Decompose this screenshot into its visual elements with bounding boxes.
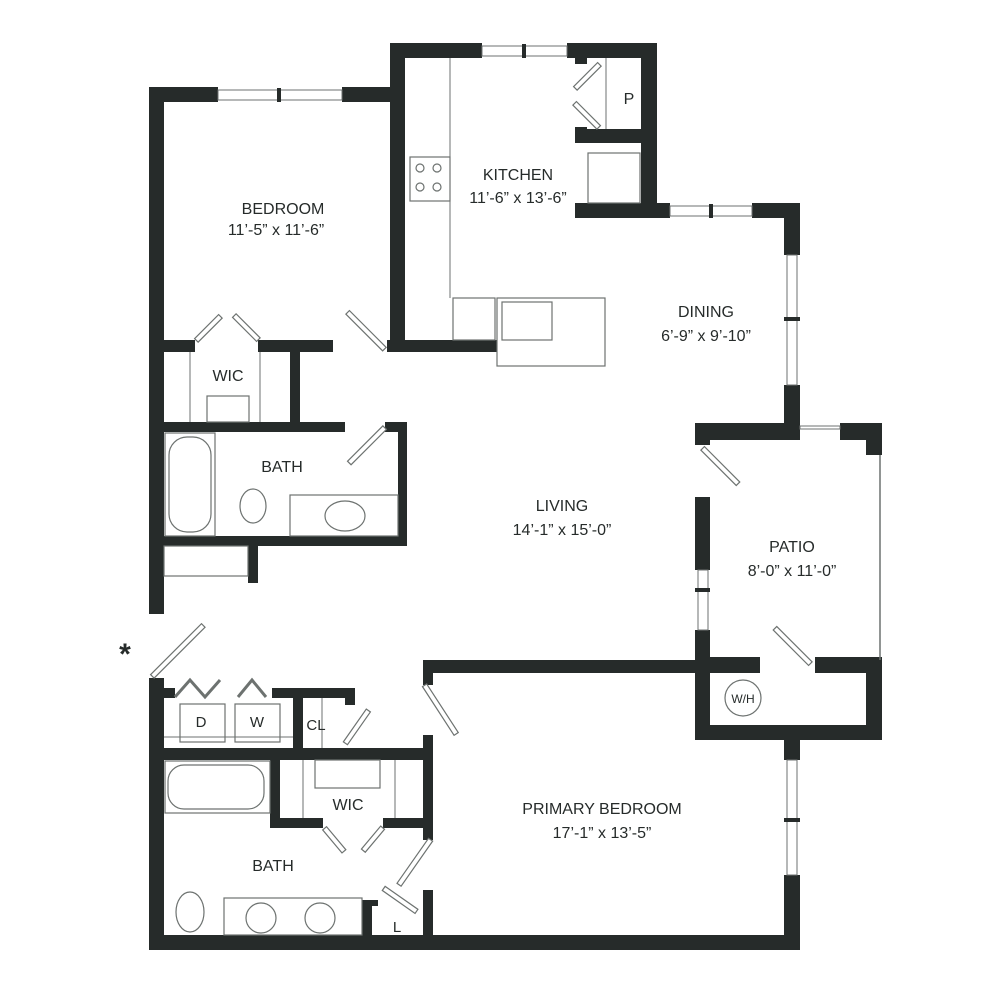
stove (409, 156, 451, 202)
room-name-primary-bedroom: PRIMARY BEDROOM (522, 801, 682, 818)
label-bath: BATH (261, 459, 303, 476)
fridge (587, 152, 641, 204)
toilet (239, 488, 267, 524)
label-water-heater: W/H (731, 692, 755, 706)
label-pantry: P (623, 91, 635, 108)
sink (501, 301, 553, 341)
entry-marker: * (119, 638, 131, 671)
room-size-bedroom: 11’-5” x 11’-6” (227, 222, 325, 239)
room-size-patio: 8’-0” x 11’-0” (747, 563, 837, 580)
room-size-dining: 6’-9” x 9’-10” (661, 328, 751, 345)
room-name-dining: DINING (678, 304, 734, 321)
washer (234, 703, 281, 743)
label-bath-primary: BATH (252, 858, 294, 875)
room-name-patio: PATIO (769, 539, 815, 556)
label-washer: W (249, 714, 265, 731)
label-wic-primary: WIC (332, 797, 364, 814)
room-size-primary-bedroom: 17’-1” x 13’-5” (552, 825, 652, 842)
label-wic: WIC (212, 368, 244, 385)
water-heater (724, 679, 762, 717)
label-closet: CL (306, 717, 326, 734)
fixtures (163, 58, 762, 936)
dryer (179, 703, 226, 743)
windows (217, 44, 881, 876)
room-name-bedroom: BEDROOM (241, 201, 325, 218)
toilet-2 (175, 891, 205, 933)
walls (149, 43, 882, 950)
doors (149, 61, 813, 915)
label-linen: L (392, 919, 402, 936)
room-size-living: 14’-1” x 15’-0” (512, 522, 612, 539)
room-size-kitchen: 11’-6” x 13’-6” (469, 190, 567, 207)
double-vanity (223, 897, 363, 936)
room-name-living: LIVING (535, 498, 589, 515)
room-name-kitchen: KITCHEN (482, 167, 554, 184)
label-dryer: D (195, 714, 207, 731)
